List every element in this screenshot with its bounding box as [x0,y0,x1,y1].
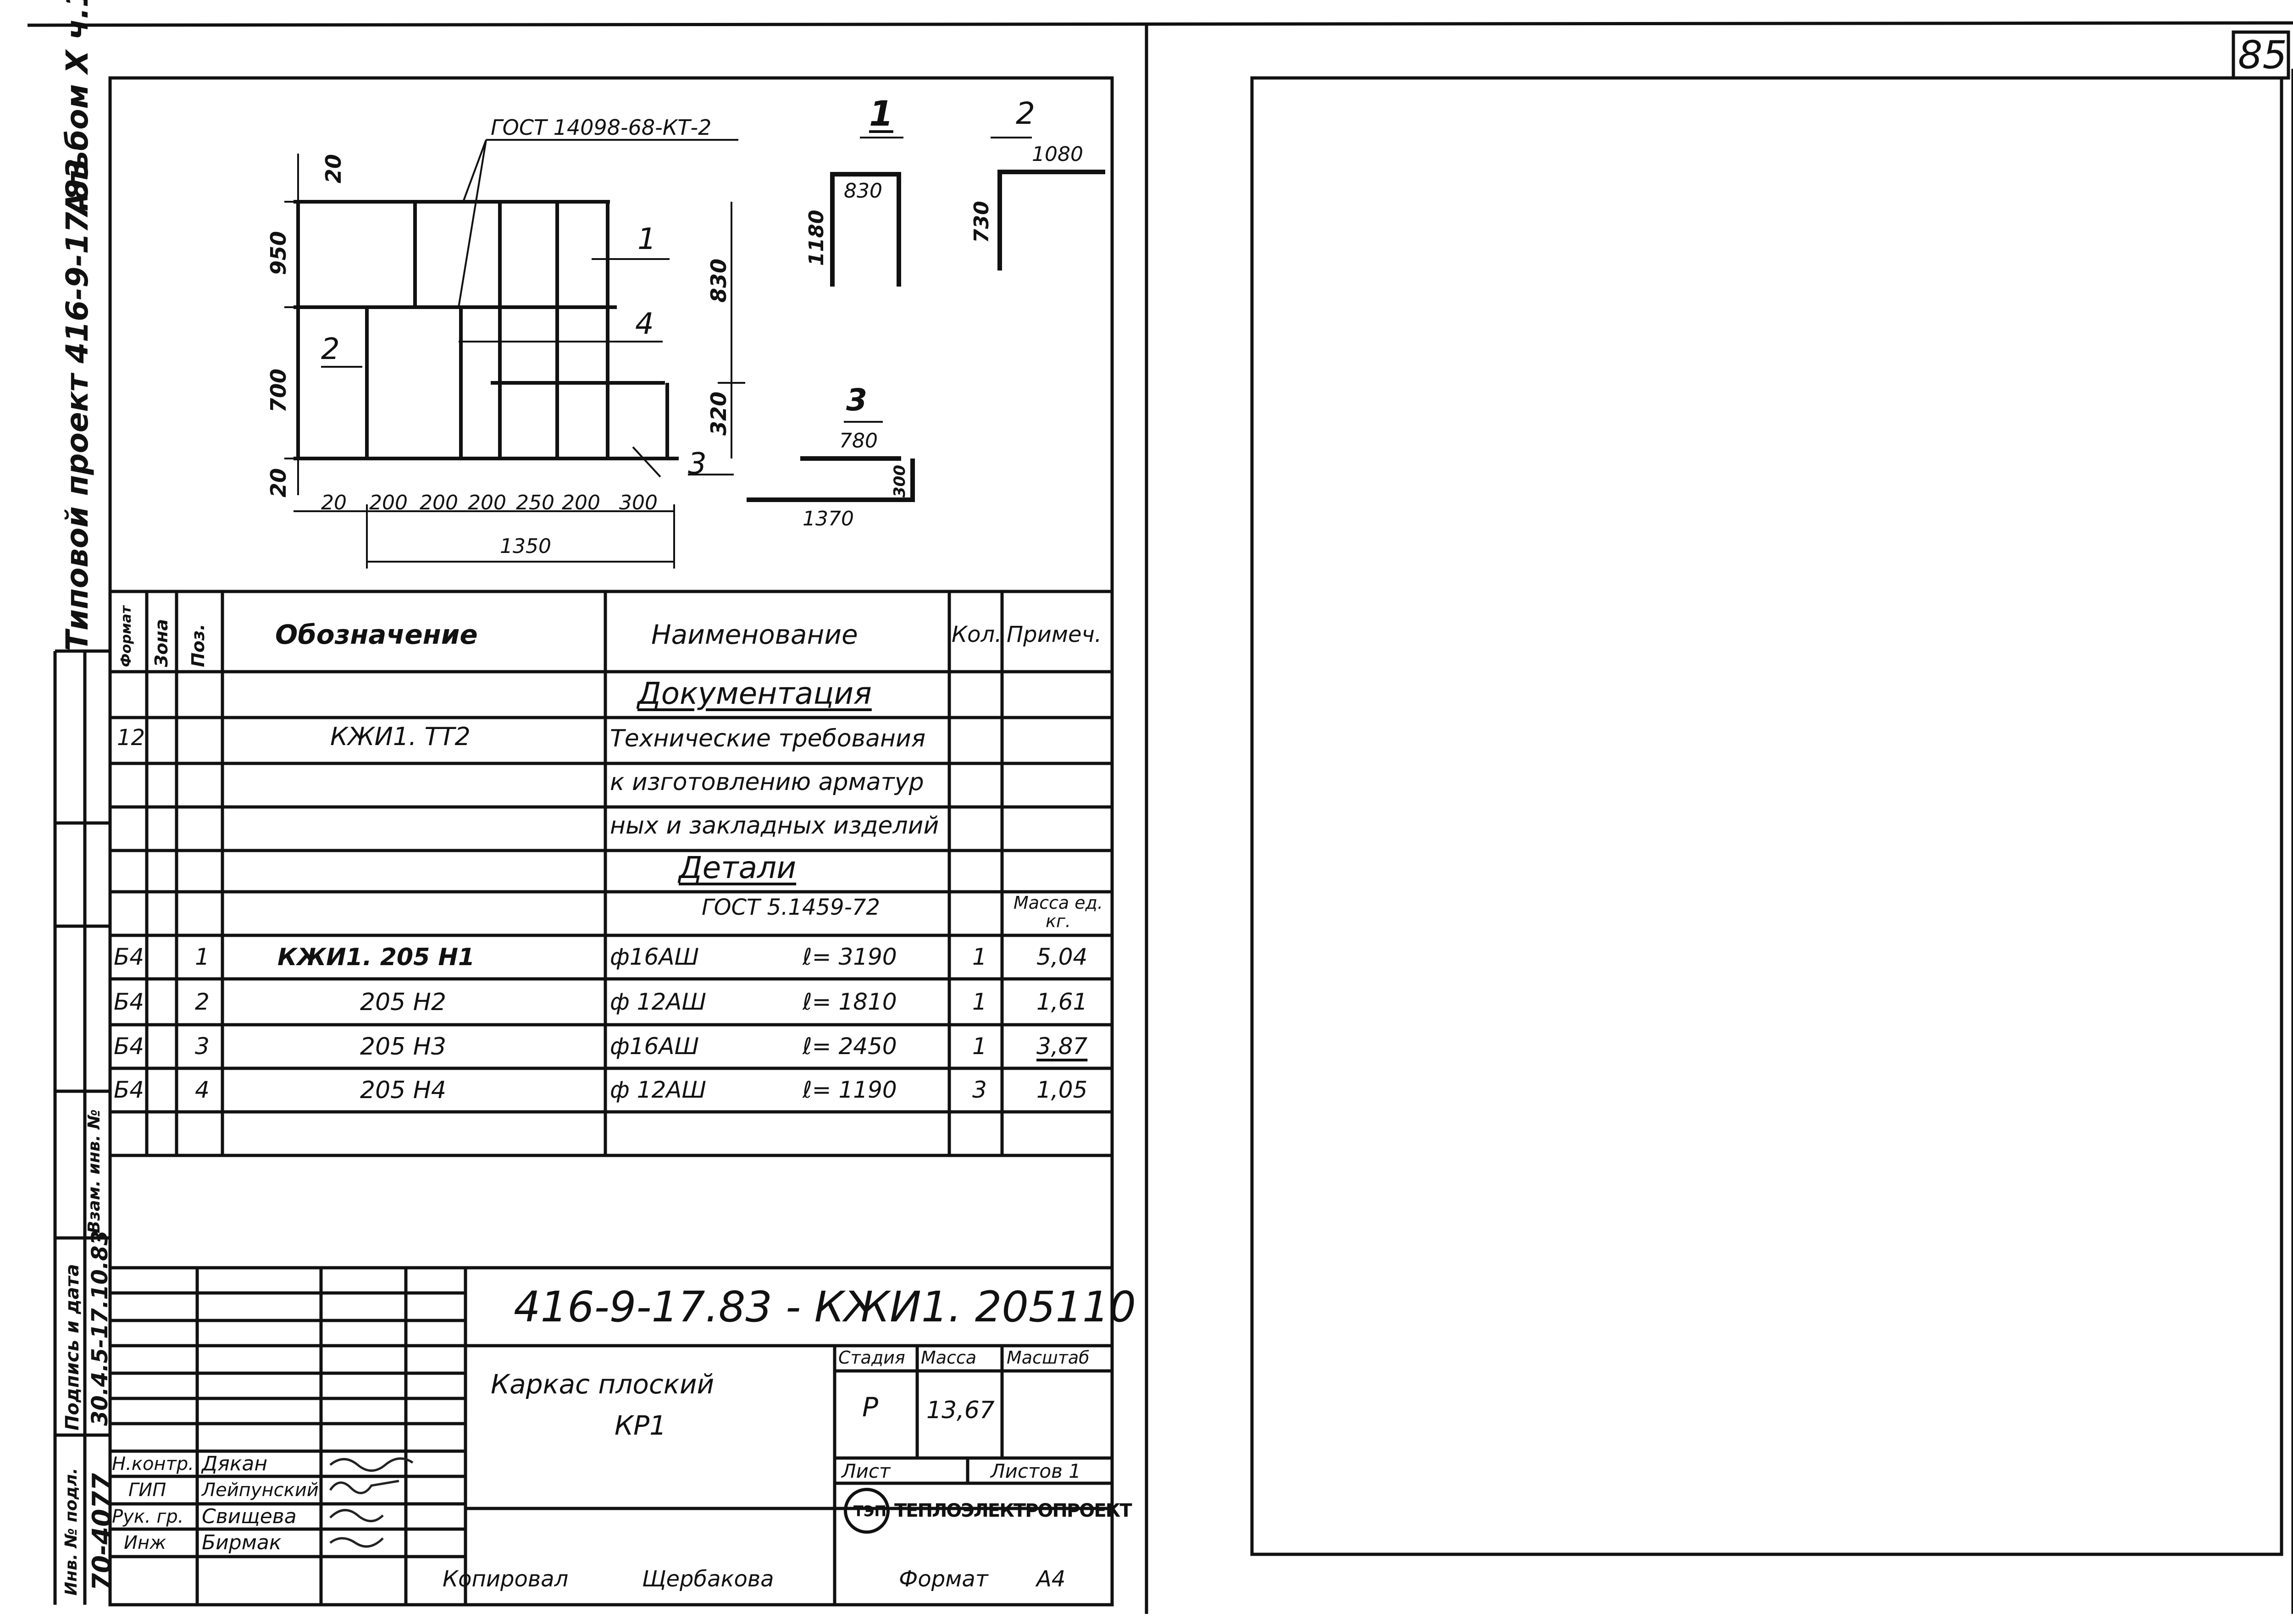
signature-row: ГИП Лейпунский [110,1476,465,1504]
title-line-2: КР1 [615,1410,667,1441]
row-note: 3,87 [1036,1033,1088,1060]
sheets-label: Листов 1 [991,1460,1081,1482]
detail-2-top: 1080 [1032,143,1083,166]
row-format: Б4 [114,1033,144,1060]
dim-bottom-2: 200 [420,491,458,514]
row-bar: ф 12АШ [610,989,706,1015]
row-designation: КЖИ1. 205 Н1 [277,944,475,971]
signature-row: Н.контр. Дякан [110,1451,465,1476]
row-qty: 1 [972,1033,987,1060]
table-row: Б4 4 205 Н4 ф 12АШ ℓ= 1190 3 1,05 [110,1068,1112,1112]
logo-letters: ТЭП [853,1502,887,1520]
page-number: 85 [2238,33,2287,77]
row-pos: 1 [195,944,210,970]
copied-label: Копировал [443,1566,569,1592]
doc-row-format: 12 [117,725,145,751]
row-pos: 3 [195,1033,210,1060]
dim-bottom-3: 200 [468,491,506,514]
marker-1: 1 [637,222,656,256]
signature-role: Н.контр. [112,1453,194,1475]
detail-3-number: 3 [846,382,867,418]
detail-2-number: 2 [1016,96,1035,131]
signature-name: Лейпунский [202,1480,319,1501]
th-note: Примеч. [1007,622,1102,647]
table-row: Б4 1 КЖИ1. 205 Н1 ф16АШ ℓ= 3190 1 5,04 [110,935,1112,979]
signature-role: ГИП [128,1480,166,1501]
row-note: 5,04 [1036,944,1088,970]
mass-header: Масса ед. кг. [1014,893,1103,931]
dim-bottom-6: 300 [619,491,658,514]
row-pos: 2 [195,989,210,1015]
dim-bottom-1: 200 [369,491,408,514]
copied-name: Щербакова [642,1566,774,1592]
organization-logo-icon: ТЭП [844,1488,890,1534]
row-length: ℓ= 1190 [803,1077,897,1103]
table-row: Б4 3 205 Н3 ф16АШ ℓ= 2450 1 3,87 [110,1025,1112,1068]
doc-code: 416-9-17.83 - КЖИ1. 205110 [514,1282,1136,1331]
title-line-1: Каркас плоский [491,1369,714,1400]
detail-1-top: 830 [844,179,882,203]
details-gost: ГОСТ 5.1459-72 [702,895,880,920]
doc-name-line-3: ных и закладных изделий [610,812,939,840]
doc-name-line-2: к изготовлению арматур [610,768,924,796]
signature-role: Инж [124,1532,166,1553]
marker-3: 3 [688,447,707,481]
row-note: 1,05 [1036,1077,1088,1103]
organization-name: ТЕПЛОЭЛЕКТРОПРОЕКТ [894,1500,1132,1521]
row-length: ℓ= 3190 [803,944,897,970]
mass-value: 13,67 [926,1397,995,1424]
dim-bottom-0: 20 [321,491,347,514]
dim-bottom-4: 250 [516,491,554,514]
marker-2: 2 [321,332,340,366]
row-pos: 4 [195,1077,210,1103]
row-designation: 205 Н4 [360,1077,446,1104]
doc-row-designation: КЖИ1. ТТ2 [330,722,471,751]
row-length: ℓ= 1810 [803,989,897,1015]
bottom-dimensions: 20 200 200 200 250 200 300 [321,493,688,520]
detail-1-number: 1 [869,93,893,134]
format-value: А4 [1036,1566,1066,1592]
row-designation: 205 Н2 [360,989,446,1016]
doc-name-line-1: Технические требования [610,725,926,752]
row-format: Б4 [114,989,144,1015]
signature-role: Рук. гр. [112,1506,184,1527]
signature-name: Дякан [202,1452,268,1475]
section-docs: Документация [637,676,872,711]
stage-value: Р [862,1392,878,1423]
sheet-label: Лист [842,1460,891,1482]
th-qty: Кол. [952,622,1002,647]
signature-name: Свищева [202,1505,297,1528]
row-bar: ф 12АШ [610,1077,706,1103]
row-qty: 3 [972,1077,987,1103]
section-details: Детали [679,850,797,885]
row-designation: 205 Н3 [360,1033,446,1061]
detail-3-bottom: 1370 [803,507,854,530]
row-qty: 1 [972,989,987,1015]
dim-total: 1350 [500,535,551,558]
scale-label: Масштаб [1007,1348,1090,1368]
signature-row: Инж Бирмак [110,1529,465,1557]
row-bar: ф16АШ [610,1033,699,1060]
row-note: 1,61 [1036,989,1088,1015]
gost-label: ГОСТ 14098-68-КТ-2 [491,115,712,140]
format-label: Формат [899,1566,988,1592]
row-bar: ф16АШ [610,944,699,970]
dim-bottom-5: 200 [562,491,600,514]
stage-label: Стадия [838,1348,905,1368]
table-row: Б4 2 205 Н2 ф 12АШ ℓ= 1810 1 1,61 [110,979,1112,1025]
row-qty: 1 [972,944,987,970]
row-format: Б4 [114,944,144,970]
detail-3-top: 780 [839,429,878,453]
row-format: Б4 [114,1077,144,1103]
row-length: ℓ= 2450 [803,1033,897,1060]
th-designation: Обозначение [275,619,478,650]
signature-row: Рук. гр. Свищева [110,1504,465,1529]
mass-label: Масса [921,1348,977,1368]
marker-4: 4 [635,307,654,341]
signature-name: Бирмак [202,1531,282,1554]
th-name: Наименование [651,619,858,650]
